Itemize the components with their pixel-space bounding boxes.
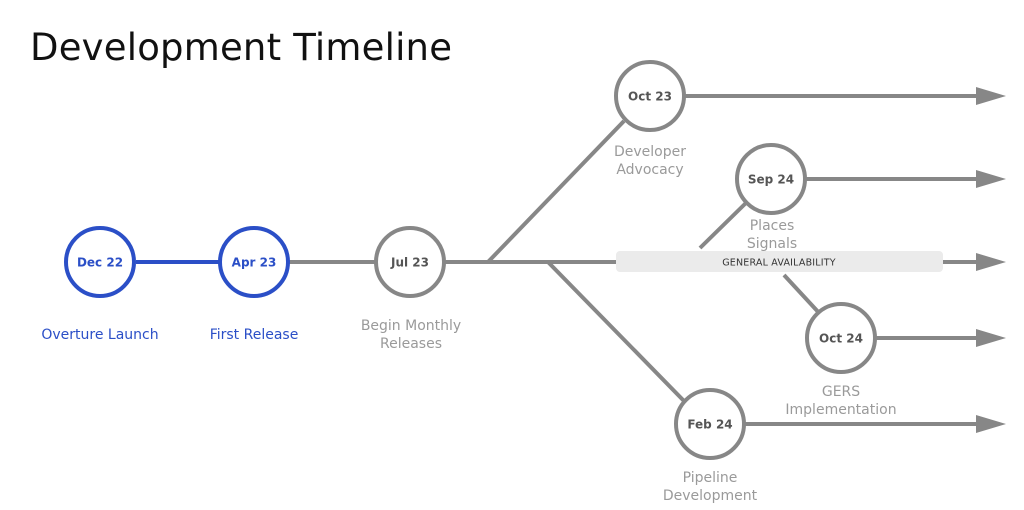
milestone-circle [374, 226, 446, 298]
milestone-circle [735, 143, 807, 215]
ga-band [616, 251, 943, 272]
milestone-circle [805, 302, 877, 374]
milestone-label-oct24: GERS Implementation [785, 384, 896, 418]
milestone-label-line: GERS [822, 384, 860, 400]
milestone-node-dec22: Dec 22 [64, 226, 136, 298]
ga-label: GENERAL AVAILABILITY [722, 258, 836, 269]
page-title: Development Timeline [30, 26, 453, 69]
milestone-nodes: Dec 22 Apr 23 Jul 23 Oct 23 Sep 24 Oct 24 Feb … [64, 60, 877, 460]
milestone-date: Sep 24 [748, 173, 794, 187]
milestone-node-jul23: Jul 23 [374, 226, 446, 298]
milestone-label-dec22: Overture Launch [41, 327, 158, 343]
milestone-date: Dec 22 [77, 256, 123, 270]
milestone-node-sep24: Sep 24 [735, 143, 807, 215]
milestone-date: Jul 23 [390, 256, 429, 270]
milestone-label-line: Advocacy [616, 162, 683, 178]
milestone-label-line: Releases [380, 336, 442, 352]
milestone-label-line: Developer [614, 144, 686, 160]
milestone-labels: Overture Launch First Release Begin Monthl… [41, 144, 896, 504]
connector-branch-feb24 [546, 260, 686, 403]
connector-branch-oct23 [486, 119, 626, 264]
milestone-label-line: Overture Launch [41, 327, 158, 343]
milestone-label-line: Begin Monthly [361, 318, 461, 334]
milestone-circle [614, 60, 686, 132]
milestone-label-line: First Release [210, 327, 299, 343]
milestone-label-line: Signals [747, 236, 797, 252]
milestone-label-line: Places [750, 218, 795, 234]
milestone-label-line: Development [663, 488, 758, 504]
connector-branch-sep24 [698, 197, 752, 250]
milestone-node-oct24: Oct 24 [805, 302, 877, 374]
milestone-label-line: Implementation [785, 402, 896, 418]
milestone-node-feb24: Feb 24 [674, 388, 746, 460]
connector-branch-oct24 [782, 273, 823, 317]
milestone-circle [218, 226, 290, 298]
milestone-circle [64, 226, 136, 298]
milestone-node-oct23: Oct 23 [614, 60, 686, 132]
milestone-label-apr23: First Release [210, 327, 299, 343]
milestone-label-line: Pipeline [683, 470, 738, 486]
milestone-date: Oct 24 [819, 332, 863, 346]
milestone-date: Feb 24 [687, 418, 732, 432]
milestone-date: Apr 23 [232, 256, 277, 270]
milestone-node-apr23: Apr 23 [218, 226, 290, 298]
milestone-date: Oct 23 [628, 90, 672, 104]
milestone-circle [674, 388, 746, 460]
